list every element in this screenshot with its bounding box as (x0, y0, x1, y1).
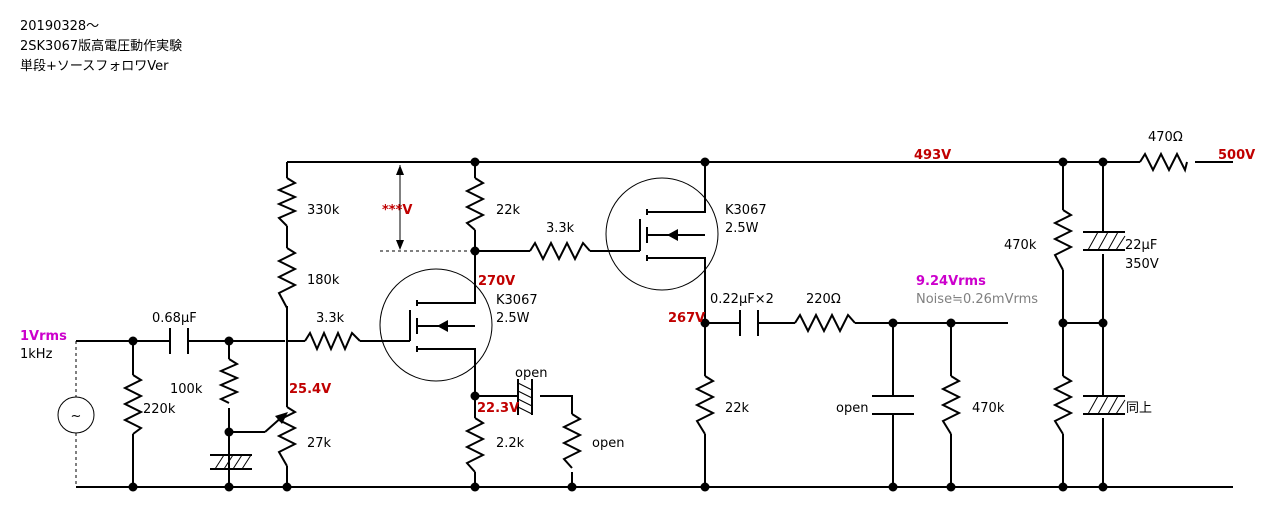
label-shunt-cap: open (836, 401, 868, 416)
voltage-supply: 500V (1218, 148, 1255, 163)
capacitor-supply-bottom (1083, 395, 1126, 415)
mosfet-2 (605, 177, 719, 291)
ac-source: ~ (57, 396, 95, 434)
label-c-output: 0.22μF×2 (710, 292, 774, 307)
resistor-drain1-22k (464, 177, 486, 231)
label-fet1-power: 2.5W (496, 311, 530, 326)
voltage-drain1: 270V (478, 274, 515, 289)
voltage-source1: 22.3V (477, 401, 519, 416)
label-source1-resistor: 2.2k (496, 436, 525, 451)
capacitor-input (169, 328, 189, 354)
input-frequency: 1kHz (20, 347, 53, 362)
label-180k: 180k (307, 273, 340, 288)
output-noise: Noise≒0.26mVrms (916, 292, 1038, 307)
resistor-27k (276, 406, 298, 467)
label-r-output: 220Ω (806, 292, 841, 307)
label-source2-resistor: 22k (725, 401, 750, 416)
resistor-gate1-3k3 (304, 330, 361, 352)
resistor-source1-2k2 (464, 417, 486, 473)
capacitor-output (739, 310, 759, 336)
label-fet1-part: K3067 (496, 293, 538, 308)
label-fet2-part: K3067 (725, 203, 767, 218)
input-level: 1Vrms (20, 329, 67, 344)
resistor-220k (122, 374, 144, 435)
capacitor-bypass-electrolytic (517, 379, 533, 415)
resistor-source2-22k (694, 375, 716, 435)
label-supply-resistor: 470Ω (1148, 130, 1183, 145)
voltage-gap: ***V (382, 203, 412, 218)
voltage-source2: 267V (668, 311, 705, 326)
label-gate1-resistor: 3.3k (316, 311, 345, 326)
gap-dimension (380, 165, 475, 252)
resistor-100k (218, 358, 240, 404)
mosfet-1 (379, 268, 493, 382)
label-gate2-resistor: 3.3k (546, 221, 575, 236)
ac-source-symbol: ~ (71, 409, 82, 424)
label-divider-resistor: 470k (1004, 238, 1037, 253)
resistor-330k (276, 177, 298, 227)
resistor-supply-470ohm (1139, 151, 1188, 173)
header-line-2: 2SK3067版高電圧動作実験 (20, 38, 182, 54)
label-drain1-resistor: 22k (496, 203, 521, 218)
label-bypass-cap: open (515, 366, 547, 381)
wires (75, 161, 1233, 488)
resistor-180k (276, 247, 298, 309)
label-100k: 100k (170, 382, 203, 397)
resistor-out-220ohm (794, 312, 856, 334)
resistor-gate2-3k3 (529, 240, 591, 262)
header-line-1: 20190328～ (20, 19, 99, 34)
label-load-resistor: 470k (972, 401, 1005, 416)
junction-dots (128, 157, 1108, 492)
label-supply-cap-voltage: 350V (1125, 257, 1159, 272)
capacitor-trim-electrolytic (210, 432, 252, 487)
trimmer-arrow (264, 412, 288, 433)
label-supply-cap: 22μF (1125, 238, 1157, 253)
label-220k: 220k (143, 402, 176, 417)
header-line-3: 単段+ソースフォロワVer (20, 58, 169, 74)
resistor-div-bottom (1052, 375, 1074, 435)
voltage-gate1: 25.4V (289, 382, 331, 397)
label-fet2-power: 2.5W (725, 221, 759, 236)
resistor-div-top-470k (1052, 209, 1074, 271)
label-supply-cap-bottom: 同上 (1126, 401, 1152, 416)
capacitor-shunt-open (872, 395, 914, 415)
output-level: 9.24Vrms (916, 274, 986, 289)
label-27k: 27k (307, 436, 332, 451)
label-bypass-resistor: open (592, 436, 624, 451)
resistor-load-470k (940, 375, 962, 435)
label-c-input: 0.68μF (152, 311, 197, 326)
voltage-rail: 493V (914, 148, 951, 163)
resistor-bypass-open (561, 413, 583, 469)
label-330k: 330k (307, 203, 340, 218)
capacitor-supply-top (1083, 231, 1126, 251)
